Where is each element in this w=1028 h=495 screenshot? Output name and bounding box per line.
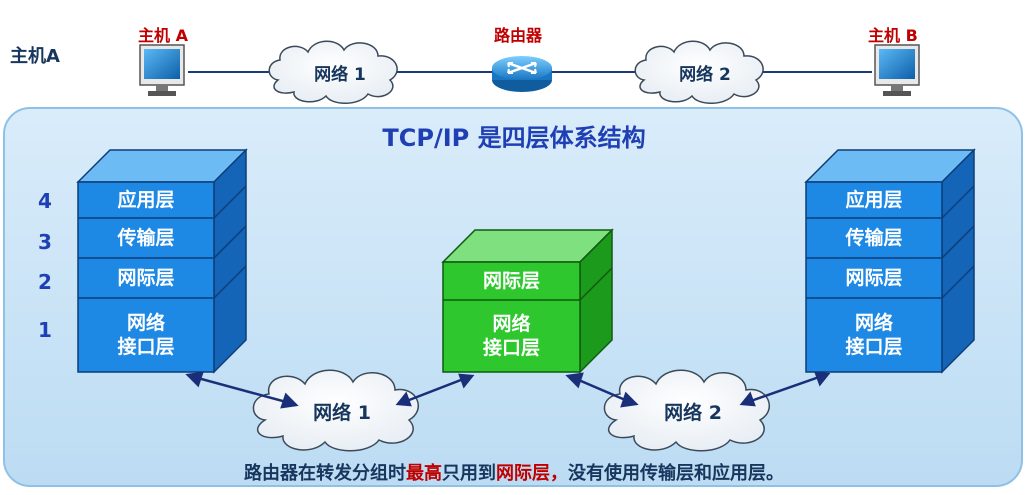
host-b-computer-icon [874,44,920,96]
host-b-application-layer: 应用层 [845,189,903,211]
layer-number-1: 1 [38,318,52,342]
layer-number-3: 3 [38,230,52,254]
bottom-net1-label: 网络 1 [313,402,371,424]
bottom-note-part1: 路由器在转发分组时 [244,463,406,484]
top-net1-label: 网络 1 [314,65,366,85]
corner-title: 主机A [10,46,60,67]
host-b-internet-layer: 网际层 [845,267,903,289]
bottom-net2-label: 网络 2 [664,402,722,424]
bottom-cloud-net2 [603,369,771,452]
bottom-note: 路由器在转发分组时最高只用到网际层，没有使用传输层和应用层。 [0,459,1028,485]
top-cloud-net2 [634,40,764,104]
arrowhead [565,372,584,389]
router-icon [492,56,552,92]
arrowhead [395,391,412,407]
host-a-network-interface-layer: 网络 接口层 [117,312,175,358]
arrow-net2-hostb [747,374,823,404]
bottom-note-highlight-highest: 最高 [406,463,442,484]
host-b-transport-layer: 传输层 [845,227,903,249]
bottom-note-part3: 只用到 [442,463,496,484]
host-a-transport-layer: 传输层 [117,227,175,249]
host-a-computer-icon [139,44,185,96]
router-label: 路由器 [494,26,543,45]
arrow-net1-router [403,376,467,404]
arrowhead [739,391,756,407]
host-a-stack [76,148,248,374]
arrowhead [620,391,639,408]
arrowhead [185,371,204,388]
panel-title: TCP/IP 是四层体系结构 [382,124,646,152]
link-arrows [185,371,831,409]
top-cloud-net1 [268,40,398,104]
host-a-label: 主机 A [138,26,188,45]
arrow-router-net2 [573,376,631,404]
router-network-interface-layer: 网络 接口层 [482,313,540,359]
host-b-stack [804,148,976,374]
host-a-internet-layer: 网际层 [117,267,175,289]
bottom-note-highlight-internet-layer: 网际层， [496,463,568,484]
host-b-label: 主机 B [868,26,918,45]
layer-number-4: 4 [38,189,52,213]
host-a-application-layer: 应用层 [117,189,175,211]
router-stack [441,228,614,374]
arrowhead [458,373,475,389]
layer-number-2: 2 [38,270,52,294]
bottom-cloud-net1 [252,369,420,452]
arrowhead [814,371,831,387]
host-b-network-interface-layer: 网络 接口层 [845,312,903,358]
router-internet-layer: 网际层 [482,270,540,292]
arrowhead [280,392,299,409]
bottom-note-part5: 没有使用传输层和应用层。 [568,463,784,484]
top-net2-label: 网络 2 [679,65,731,85]
arrow-hosta-net1 [193,375,291,405]
